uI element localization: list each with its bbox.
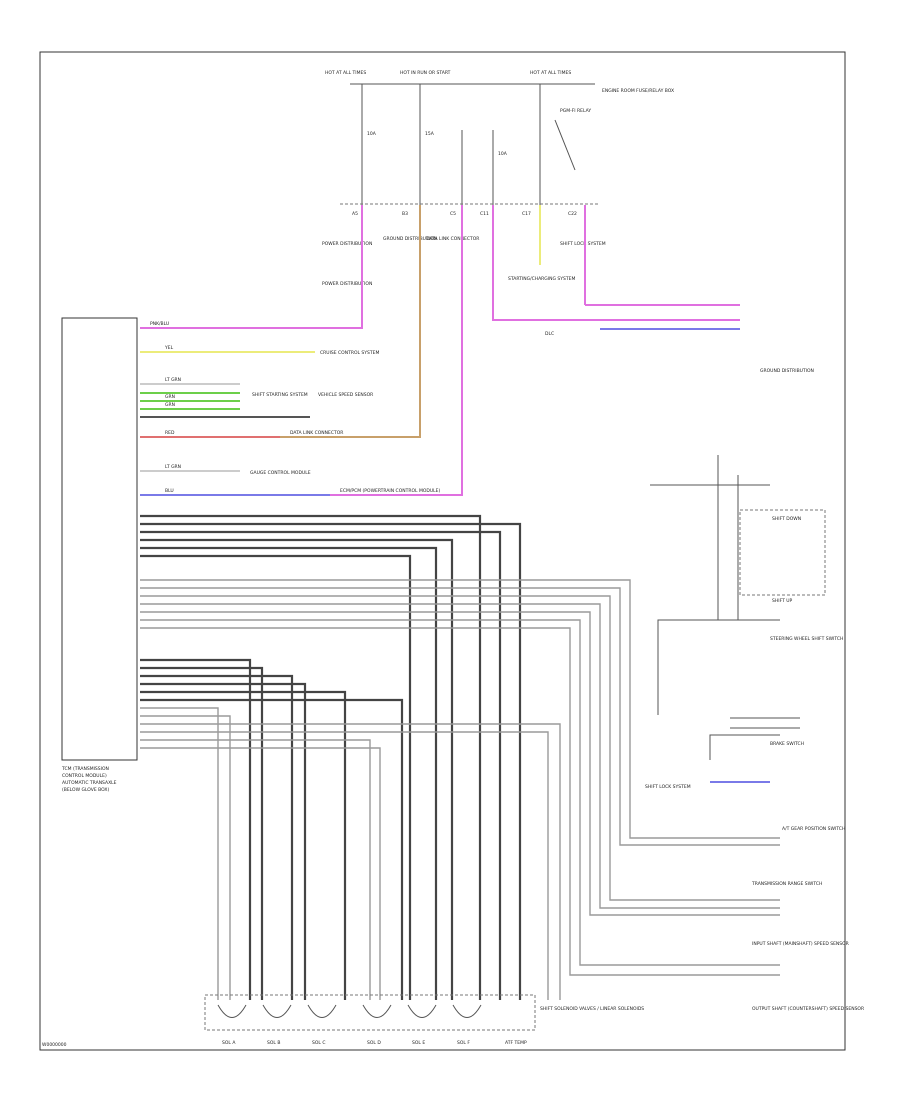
relay-branch	[554, 119, 576, 171]
harness-group-2	[140, 579, 780, 976]
tcm-module	[61, 317, 138, 761]
label-dlc-right: DLC	[545, 331, 554, 337]
wire-label-red: RED	[165, 430, 175, 436]
solenoid-label-2: SOL B	[267, 1040, 280, 1046]
pin-c11: C11	[480, 211, 489, 217]
harness-group-4	[140, 707, 561, 1000]
solenoid-coil-5	[407, 1004, 437, 1018]
label-cruise: CRUISE CONTROL SYSTEM	[320, 350, 379, 356]
label-gauge: GAUGE CONTROL MODULE	[250, 470, 311, 476]
solenoid-coil-4	[362, 1004, 392, 1018]
label-trans-range: TRANSMISSION RANGE SWITCH	[751, 881, 822, 887]
label-input-shaft: INPUT SHAFT (MAINSHAFT) SPEED SENSOR	[752, 941, 849, 947]
label-data-link-side: DATA LINK CONNECTOR	[290, 430, 343, 436]
label-shift-down: SHIFT DOWN	[772, 516, 801, 522]
diagram-frame	[39, 51, 846, 1051]
label-at-gear-position: A/T GEAR POSITION SWITCH	[782, 826, 845, 832]
label-output-shaft: OUTPUT SHAFT (COUNTERSHAFT) SPEED SENSOR	[752, 1006, 864, 1012]
solenoid-label-5: SOL E	[412, 1040, 425, 1046]
footer-code: W0000000	[42, 1042, 67, 1048]
steering-wire	[657, 619, 780, 715]
solenoid-label-4: SOL D	[367, 1040, 381, 1046]
tcm-label-2: CONTROL MODULE)	[62, 773, 107, 779]
label-power-dist-1: POWER DISTRIBUTION	[322, 241, 372, 247]
solenoid-label-1: SOL A	[222, 1040, 236, 1046]
label-ground-dist: GROUND DISTRIBUTION	[383, 236, 437, 242]
wire-label-ltgrn: LT GRN	[165, 377, 181, 383]
label-brake-switch: BRAKE SWITCH	[770, 741, 804, 747]
wire-pink-c5	[140, 205, 463, 496]
solenoid-block	[204, 994, 536, 1031]
solenoid-coil-1	[217, 1004, 247, 1018]
wire-pink-c11	[492, 205, 740, 321]
label-shift-up: SHIFT UP	[772, 598, 793, 604]
relay-label: PGM-FI RELAY	[560, 108, 591, 114]
fuse-b-label: 15A	[425, 131, 435, 137]
label-solenoid-block: SHIFT SOLENOID VALVES / LINEAR SOLENOIDS	[540, 1006, 644, 1012]
label-vss: VEHICLE SPEED SENSOR	[318, 392, 373, 398]
label-ground-right: GROUND DISTRIBUTION	[760, 368, 814, 374]
wire-label-yel: YEL	[164, 345, 174, 351]
label-ecm: ECM/PCM (POWERTRAIN CONTROL MODULE)	[340, 488, 440, 494]
power-bus-mid-label: HOT IN RUN OR START	[400, 70, 451, 76]
label-abs: SHIFT STARTING SYSTEM	[252, 392, 308, 398]
label-shift-lock: SHIFT LOCK SYSTEM	[560, 241, 606, 247]
solenoid-group	[217, 1004, 482, 1018]
pin-c22: C22	[568, 211, 577, 217]
label-starting-charging: STARTING/CHARGING SYSTEM	[508, 276, 575, 282]
fuse-c-label: 10A	[498, 151, 508, 157]
pin-c17: C17	[522, 211, 531, 217]
harness-group-1	[140, 514, 522, 1000]
fuse-a-label: 10A	[367, 131, 377, 137]
solenoid-coil-3	[307, 1004, 337, 1018]
label-data-link: DATA LINK CONNECTOR	[426, 236, 479, 242]
solenoid-coil-2	[262, 1004, 292, 1018]
wire-pink-a5	[140, 205, 363, 329]
label-power-dist-2: POWER DISTRIBUTION	[322, 281, 372, 287]
solenoid-coil-6	[452, 1004, 482, 1018]
brake-loop	[709, 734, 780, 760]
wire-label-grn-2: GRN	[165, 402, 175, 408]
pin-b3: B3	[402, 211, 408, 217]
label-steering-switch: STEERING WHEEL SHIFT SWITCH	[770, 636, 843, 642]
tcm-label-4: (BELOW GLOVE BOX)	[62, 787, 109, 793]
steering-switch-box	[739, 509, 826, 596]
fuse-block-label: ENGINE ROOM FUSE/RELAY BOX	[602, 88, 674, 94]
label-shift-lock-lower: SHIFT LOCK SYSTEM	[645, 784, 691, 790]
wire-label-blu: BLU	[165, 488, 174, 494]
solenoid-label-7: ATF TEMP	[505, 1040, 527, 1046]
wire-brown-b3	[140, 205, 421, 438]
pin-c5: C5	[450, 211, 456, 217]
solenoid-label-3: SOL C	[312, 1040, 325, 1046]
power-bus-left-label: HOT AT ALL TIMES	[325, 70, 366, 76]
solenoid-label-6: SOL F	[457, 1040, 470, 1046]
wire-label-pnk-blu: PNK/BLU	[150, 321, 169, 327]
pin-a5: A5	[352, 211, 358, 217]
power-bus-right-label: HOT AT ALL TIMES	[530, 70, 571, 76]
tcm-label-3: AUTOMATIC TRANSAXLE	[62, 780, 117, 786]
wire-label-grn-1: GRN	[165, 394, 175, 400]
tcm-label-1: TCM (TRANSMISSION	[61, 766, 109, 772]
wire-label-ltgrn-2: LT GRN	[165, 464, 181, 470]
harness-group-3	[140, 658, 404, 1000]
